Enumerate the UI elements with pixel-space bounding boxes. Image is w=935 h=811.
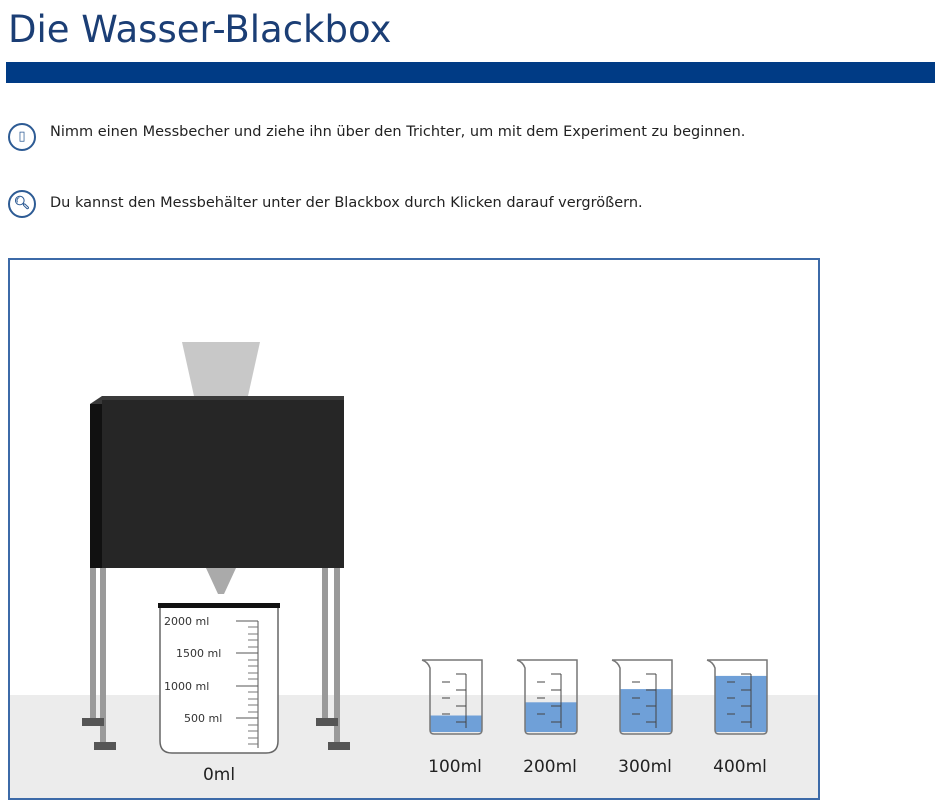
scale-label: 500 ml	[184, 712, 223, 725]
water-fill	[715, 675, 767, 732]
instruction-zoom: 🔍︎ Du kannst den Messbehälter unter der …	[8, 190, 848, 218]
beaker-label: 100ml	[428, 757, 482, 777]
instruction-text: Nimm einen Messbecher und ziehe ihn über…	[50, 124, 746, 140]
blackbox[interactable]	[90, 396, 344, 568]
stand-legs	[82, 568, 350, 750]
scale-label: 1000 ml	[164, 680, 210, 693]
experiment-stage: 2000 ml 1500 ml 1000 ml 500 ml 0ml 100ml…	[8, 258, 820, 800]
beaker-200ml[interactable]	[515, 658, 585, 740]
beaker-100ml[interactable]	[420, 658, 490, 740]
beaker-icon: ▯	[8, 123, 36, 151]
page-title: Die Wasser-Blackbox	[8, 8, 392, 51]
beaker-label: 200ml	[523, 757, 577, 777]
water-fill	[525, 702, 577, 732]
beaker-label: 300ml	[618, 757, 672, 777]
magnifier-icon: 🔍︎	[8, 190, 36, 218]
container-volume-label: 0ml	[202, 765, 236, 785]
beaker-300ml[interactable]	[610, 658, 680, 740]
blackbox-apparatus	[82, 342, 350, 750]
floor	[10, 695, 818, 798]
beaker-400ml[interactable]	[705, 658, 775, 740]
water-fill	[430, 715, 482, 732]
scale-label: 1500 ml	[176, 647, 222, 660]
funnel-bottom	[206, 568, 236, 594]
measuring-container[interactable]: 2000 ml 1500 ml 1000 ml 500 ml	[158, 603, 280, 755]
scale-label: 2000 ml	[164, 615, 210, 628]
water-fill	[620, 689, 672, 732]
title-bar	[6, 62, 935, 83]
instruction-drag: ▯ Nimm einen Messbecher und ziehe ihn üb…	[8, 123, 848, 151]
instruction-text: Du kannst den Messbehälter unter der Bla…	[50, 195, 643, 211]
funnel-top	[180, 342, 260, 404]
beaker-label: 400ml	[713, 757, 767, 777]
